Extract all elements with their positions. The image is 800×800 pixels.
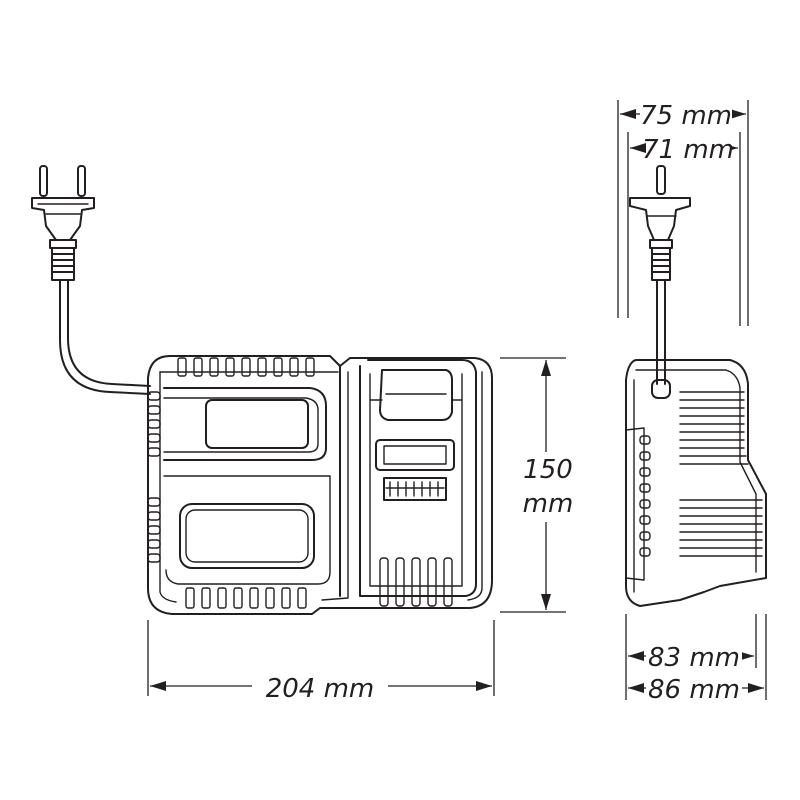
battery-rails (379, 557, 453, 607)
side-top-outer-label: 75 mm (640, 101, 732, 131)
side-body (625, 359, 767, 607)
side-view (625, 165, 767, 607)
battery-latch (379, 369, 453, 421)
front-side-vents (147, 391, 161, 563)
front-top-vents (177, 357, 315, 377)
side-bottom-inner-label: 83 mm (648, 643, 740, 673)
charger-body (147, 355, 493, 615)
height-dimension (500, 357, 576, 613)
side-bottom-outer-label: 86 mm (648, 675, 740, 705)
height-unit-label: mm (523, 489, 574, 519)
side-top-dimensions (617, 100, 749, 326)
front-cable (59, 279, 151, 395)
side-vents-upper (679, 391, 749, 465)
side-vents-lower (679, 499, 763, 557)
height-value-label: 150 (523, 455, 573, 485)
display-window (205, 399, 309, 449)
front-plug-icon (31, 165, 95, 281)
width-label: 204 mm (266, 674, 375, 704)
width-dimension (147, 620, 495, 702)
side-top-inner-label: 71 mm (642, 135, 734, 165)
front-view (31, 165, 493, 615)
side-bottom-dimensions (625, 614, 767, 702)
side-plug-icon (629, 165, 691, 281)
front-bottom-vents (185, 587, 307, 609)
battery-contacts (375, 439, 455, 501)
side-nubs (639, 435, 651, 557)
label-plate (179, 503, 315, 569)
